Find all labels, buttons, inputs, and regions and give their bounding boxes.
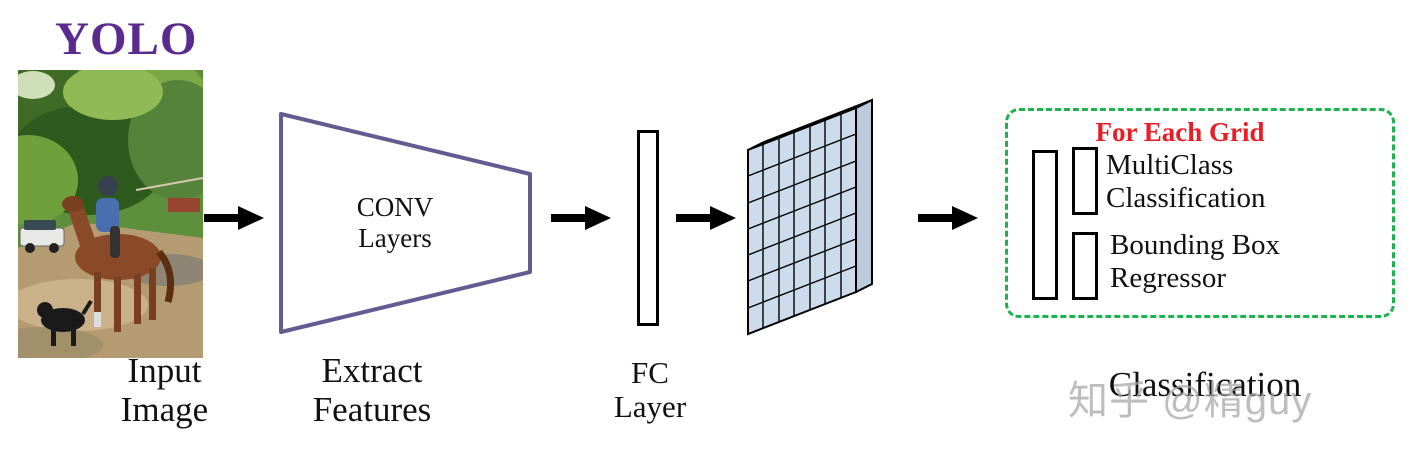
input-photo-graphic bbox=[0, 50, 228, 363]
input-label-line1: Input bbox=[127, 351, 202, 390]
for-each-grid-header: For Each Grid bbox=[1095, 117, 1265, 147]
watermark-text: 知乎 @精guy bbox=[1068, 379, 1313, 423]
flow-arrow-1 bbox=[204, 206, 264, 230]
classification-stage-label: Classification bbox=[1108, 365, 1302, 404]
fc-layer-label: FC Layer bbox=[595, 355, 705, 425]
tensor-grid-lines bbox=[747, 105, 858, 328]
dog-shape bbox=[37, 299, 93, 346]
grid-cell-vector-rect bbox=[1032, 150, 1058, 300]
multiclass-line1: MultiClass bbox=[1106, 149, 1234, 181]
bbox-line1: Bounding Box bbox=[1110, 229, 1280, 261]
flow-arrow-3 bbox=[676, 206, 736, 230]
input-image-label: Input Image bbox=[82, 351, 247, 429]
extract-features-label: Extract Features bbox=[262, 351, 482, 429]
bbox-line2: Regressor bbox=[1110, 262, 1226, 294]
car-shape bbox=[19, 220, 65, 253]
bbox-head-rect bbox=[1072, 232, 1098, 300]
diagram-title: YOLO bbox=[55, 13, 198, 65]
conv-text-line2: Layers bbox=[358, 223, 432, 254]
conv-layers-trapezoid bbox=[279, 112, 532, 334]
multiclass-line2: Classification bbox=[1106, 182, 1266, 214]
multiclass-classification-label: MultiClass Classification bbox=[1106, 149, 1265, 215]
fc-label-line2: Layer bbox=[613, 389, 687, 425]
per-grid-output-box bbox=[1005, 108, 1395, 318]
class-head-rect bbox=[1072, 147, 1098, 215]
input-image bbox=[0, 50, 228, 363]
fc-layer-rect bbox=[637, 130, 659, 326]
flow-arrow-2 bbox=[551, 206, 611, 230]
extract-label-line1: Extract bbox=[321, 351, 423, 390]
extract-label-line2: Features bbox=[312, 389, 432, 429]
bounding-box-regressor-label: Bounding Box Regressor bbox=[1110, 229, 1280, 295]
fc-label-line1: FC bbox=[631, 355, 669, 390]
horse-rider-shape bbox=[62, 176, 174, 332]
input-label-line2: Image bbox=[120, 389, 209, 429]
output-grid-tensor bbox=[747, 98, 873, 336]
conv-text-line1: CONV bbox=[356, 192, 434, 222]
conv-layers-text: CONV Layers bbox=[320, 192, 470, 254]
flow-arrow-4 bbox=[918, 206, 978, 230]
